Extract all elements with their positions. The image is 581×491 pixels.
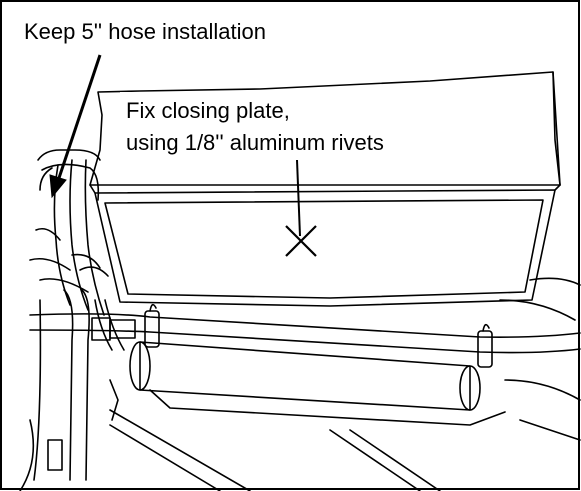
right-frame [529, 277, 581, 286]
hose-leader-line [56, 54, 102, 182]
plate-callout-line-1: Fix closing plate, [126, 98, 290, 123]
machinery-drawing [19, 71, 581, 491]
hose-arrowhead [49, 174, 67, 199]
closing-plate-inner [104, 199, 544, 299]
closing-plate [94, 189, 556, 307]
plate-callout-line-2: using 1/8'' aluminum rivets [126, 130, 384, 155]
hose-callout-label: Keep 5'' hose installation [24, 19, 266, 44]
leader-arrows [49, 54, 301, 237]
upper-rod [29, 313, 581, 338]
vertical-pipe [63, 289, 74, 481]
hose-clamp [477, 330, 493, 368]
x-mark [285, 225, 317, 257]
plate-leader-line [296, 159, 301, 237]
lower-tray [149, 389, 506, 426]
hose-clamp [144, 310, 160, 348]
bolt [91, 317, 111, 341]
upper-housing [89, 71, 561, 186]
housing-side [552, 71, 561, 186]
